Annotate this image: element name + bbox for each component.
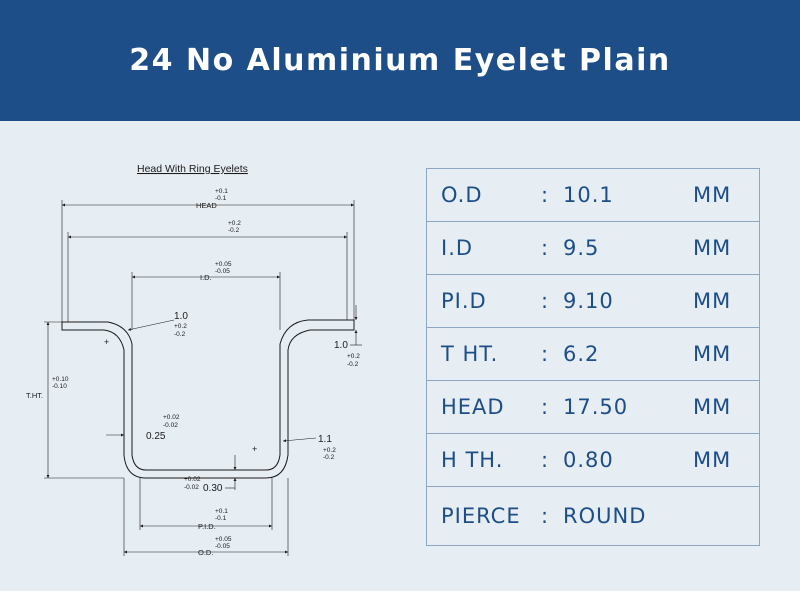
radius-left-tol-minus: -0.2 xyxy=(174,331,186,338)
spec-row-pid: PI.D : 9.10 MM xyxy=(427,275,759,328)
bottom-tol-plus: +0.02 xyxy=(184,476,201,483)
spec-label: H TH. xyxy=(441,448,504,472)
spec-value: 17.50 xyxy=(563,395,629,419)
spec-unit: MM xyxy=(693,342,732,366)
spec-unit: MM xyxy=(693,289,732,313)
wall-tol-plus: +0.02 xyxy=(163,414,180,421)
spec-row-head: HEAD : 17.50 MM xyxy=(427,381,759,434)
spec-label: I.D xyxy=(441,236,474,260)
spec-unit: MM xyxy=(693,448,732,472)
bottom-value: 0.30 xyxy=(203,483,223,494)
spec-colon: : xyxy=(541,183,550,207)
spec-row-hth: H TH. : 0.80 MM xyxy=(427,434,759,487)
id-tol-plus: +0.05 xyxy=(215,261,232,268)
head-tol-minus: -0.1 xyxy=(215,195,227,202)
pid-tol-minus: -0.1 xyxy=(215,515,227,522)
spec-label: PIERCE xyxy=(441,504,521,528)
od-dim-label: O.D. xyxy=(198,548,213,557)
corner-radius-tol-minus: -0.2 xyxy=(323,454,335,461)
spec-label: T HT. xyxy=(441,342,499,366)
radius-right-tol-plus: +0.2 xyxy=(347,353,360,360)
spec-unit: MM xyxy=(693,183,732,207)
leader-lines xyxy=(127,319,317,489)
spec-label: O.D xyxy=(441,183,483,207)
spec-colon: : xyxy=(541,236,550,260)
head-tol-plus: +0.1 xyxy=(215,188,228,195)
center-mark-left: + xyxy=(104,337,109,347)
corner-radius-tol-plus: +0.2 xyxy=(323,447,336,454)
pid-dim-label: P.I.D. xyxy=(198,522,216,531)
radius-right-tol-minus: -0.2 xyxy=(347,361,359,368)
spec-value: 6.2 xyxy=(563,342,600,366)
pid-tol-plus: +0.1 xyxy=(215,508,228,515)
spec-row-id: I.D : 9.5 MM xyxy=(427,222,759,275)
spec-label: PI.D xyxy=(441,289,487,313)
spec-colon: : xyxy=(541,395,550,419)
inner-span-tol-plus: +0.2 xyxy=(228,220,241,227)
page-title: 24 No Aluminium Eyelet Plain xyxy=(129,43,671,78)
bottom-tol-minus: -0.02 xyxy=(184,484,199,491)
spec-colon: : xyxy=(541,504,550,528)
spec-value: 10.1 xyxy=(563,183,614,207)
od-tol-minus: -0.05 xyxy=(215,543,230,550)
center-mark-right: + xyxy=(252,444,257,454)
head-dim-label: HEAD xyxy=(196,201,217,210)
radius-left-value: 1.0 xyxy=(174,311,188,322)
od-tol-plus: +0.05 xyxy=(215,536,232,543)
spec-unit: MM xyxy=(693,395,732,419)
spec-colon: : xyxy=(541,342,550,366)
radius-right-value: 1.0 xyxy=(334,340,348,351)
tht-tol-minus: -0.10 xyxy=(52,383,67,390)
spec-row-tht: T HT. : 6.2 MM xyxy=(427,328,759,381)
spec-value: 9.10 xyxy=(563,289,614,313)
tht-dim-label: T.HT. xyxy=(26,391,43,400)
spec-colon: : xyxy=(541,448,550,472)
radius-left-tol-plus: +0.2 xyxy=(174,323,187,330)
spec-colon: : xyxy=(541,289,550,313)
wall-value: 0.25 xyxy=(146,431,166,442)
extension-lines xyxy=(44,200,355,556)
title-banner: 24 No Aluminium Eyelet Plain xyxy=(0,0,800,121)
spec-row-pierce: PIERCE : ROUND xyxy=(427,487,759,545)
spec-label: HEAD xyxy=(441,395,505,419)
eyelet-technical-drawing: Head With Ring Eyelets xyxy=(26,163,362,557)
corner-radius-value: 1.1 xyxy=(318,434,332,445)
tht-tol-plus: +0.10 xyxy=(52,376,69,383)
drawing-caption: Head With Ring Eyelets xyxy=(137,163,248,175)
wall-tol-minus: -0.02 xyxy=(163,422,178,429)
spec-unit: MM xyxy=(693,236,732,260)
spec-value: ROUND xyxy=(563,504,647,528)
dimension-lines xyxy=(46,203,362,554)
spec-table: O.D : 10.1 MM I.D : 9.5 MM PI.D : 9.10 M… xyxy=(426,168,760,546)
id-tol-minus: -0.05 xyxy=(215,268,230,275)
id-dim-label: I.D. xyxy=(200,273,212,282)
inner-span-tol-minus: -0.2 xyxy=(228,227,240,234)
spec-value: 0.80 xyxy=(563,448,614,472)
spec-value: 9.5 xyxy=(563,236,600,260)
spec-row-od: O.D : 10.1 MM xyxy=(427,169,759,222)
